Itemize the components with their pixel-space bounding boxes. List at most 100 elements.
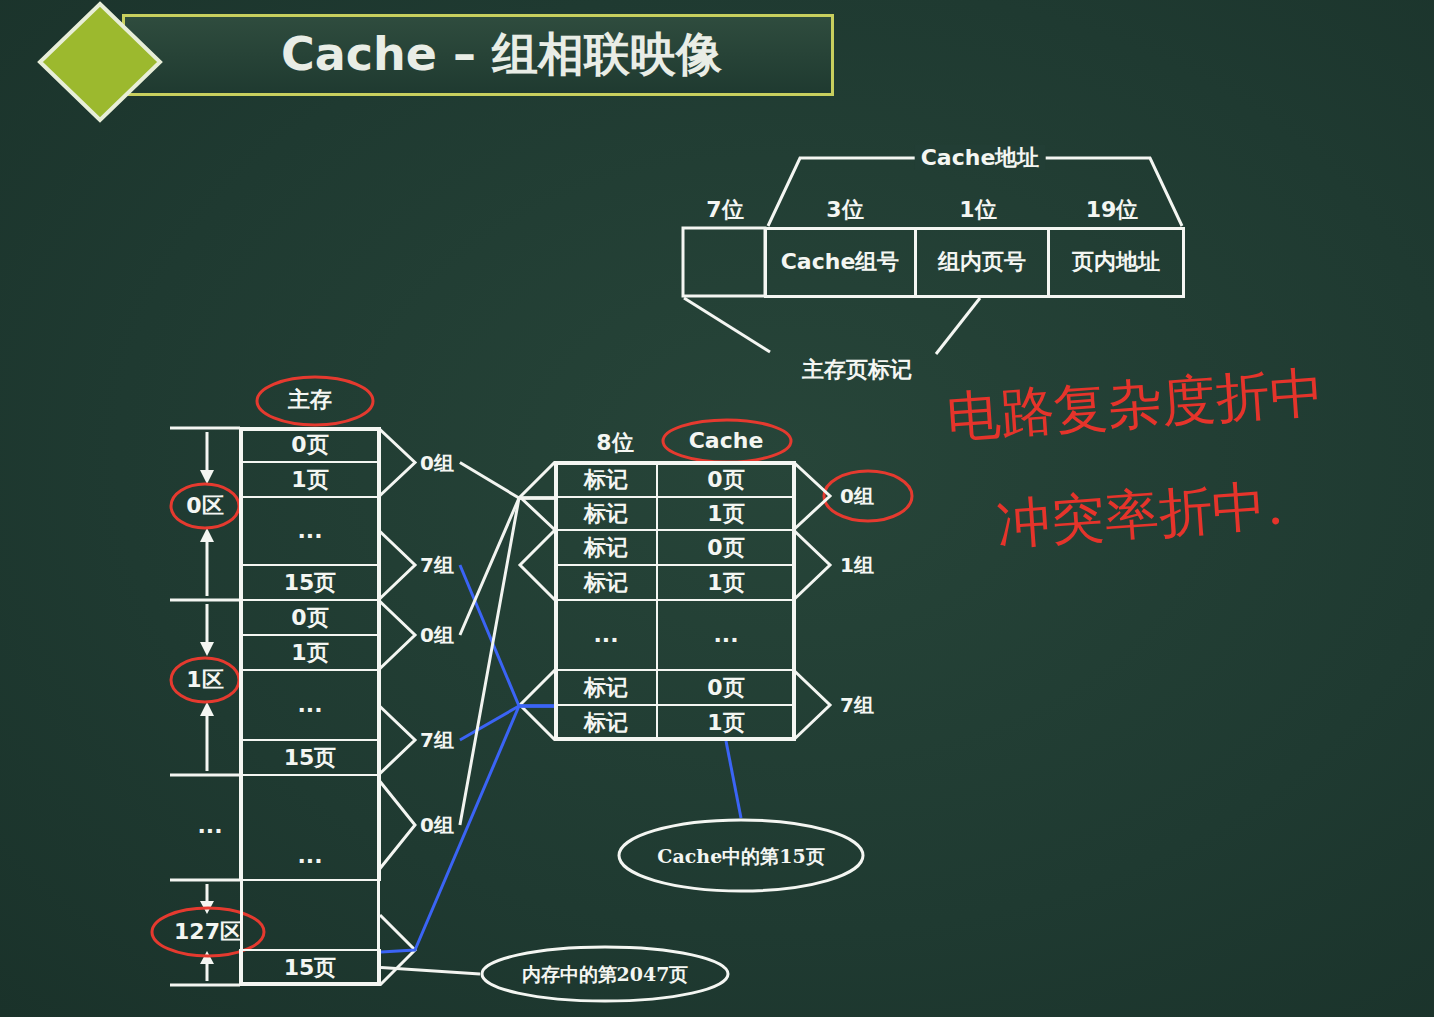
- bracket-shape: [380, 530, 420, 600]
- bracket-shape: [380, 600, 420, 670]
- block-heading: Cache: [657, 428, 795, 454]
- label-text: 127区: [174, 919, 242, 944]
- node-text: 0页: [291, 432, 328, 458]
- group-bracket: 7组: [795, 670, 880, 740]
- region-tick: [170, 879, 240, 882]
- connector-line: [381, 706, 554, 952]
- region-arrow: [206, 604, 209, 646]
- page-cell: ...: [239, 774, 381, 881]
- node-text: 0页: [707, 535, 744, 561]
- region-arrow: [206, 714, 209, 771]
- node-text: 0组: [420, 813, 454, 837]
- group-bracket: 7组: [380, 530, 460, 600]
- node-text: ...: [593, 622, 618, 648]
- ellipse-outline: [482, 947, 728, 1001]
- page-cell: ...: [656, 599, 796, 671]
- tag-field-box: [683, 228, 765, 296]
- region-tick: [170, 984, 240, 987]
- label-anchor: Cache地址: [915, 145, 1046, 171]
- arrow-head: [200, 642, 214, 656]
- label-text: Cache地址: [915, 145, 1046, 170]
- page-cell: 15页: [239, 949, 381, 986]
- node-text: Cache中的第15页: [657, 844, 824, 868]
- bracket-shape: [380, 428, 420, 497]
- title-text: Cache – 组相联映像: [281, 24, 722, 86]
- node-text: 1页: [707, 501, 744, 527]
- label-anchor: 19位: [1086, 197, 1139, 223]
- node-text: 标记: [584, 570, 628, 596]
- region-tick: [170, 599, 240, 602]
- group-bracket: 7组: [380, 705, 460, 775]
- label-anchor: ...: [197, 813, 222, 839]
- red-annotation-circle: [171, 484, 239, 528]
- node-text: 15页: [284, 955, 337, 981]
- address-field: 组内页号: [914, 227, 1050, 298]
- node-text: 0页: [707, 467, 744, 493]
- node-text: 7组: [420, 728, 454, 752]
- page-cell: 1页: [656, 704, 796, 741]
- node-text: 1页: [707, 710, 744, 736]
- page-cell: ...: [554, 599, 658, 671]
- connector-line: [460, 498, 554, 825]
- memory-block: 主存0页1页...15页0页1页...15页...15页: [240, 428, 380, 985]
- address-field: Cache组号: [764, 227, 917, 298]
- label-anchor: 8位: [596, 430, 633, 456]
- page-cell: 0页: [656, 669, 796, 706]
- arrow-head: [200, 528, 214, 542]
- node-text: 标记: [584, 535, 628, 561]
- node-text: 内存中的第2047页: [522, 962, 689, 986]
- page-cell: 15页: [239, 564, 381, 601]
- region-arrow: [206, 884, 209, 903]
- bracket-line: [380, 707, 415, 774]
- label-text: 7位: [706, 197, 743, 222]
- region-arrow: [206, 962, 209, 981]
- page-cell: 1页: [656, 496, 796, 531]
- label-text: 8位: [596, 430, 633, 455]
- node-text: 标记: [584, 501, 628, 527]
- label-text: 0区: [186, 493, 223, 518]
- arrow-head: [200, 702, 214, 716]
- page-cell: 0页: [239, 599, 381, 636]
- group-bracket: [520, 530, 555, 600]
- label-text: 1位: [959, 197, 996, 222]
- memory-block: Cache标记0页标记1页标记0页标记1页......标记0页标记1页: [555, 462, 795, 740]
- bracket-shape: [795, 530, 840, 600]
- page-cell: 标记: [554, 704, 658, 741]
- label-anchor: 3位: [826, 197, 863, 223]
- tag-bracket-line: [936, 298, 980, 354]
- page-cell: 1页: [656, 564, 796, 601]
- connector-line: [460, 463, 554, 499]
- page-cell: 标记: [554, 496, 658, 531]
- label-anchor: 1区: [186, 667, 223, 693]
- page-cell: 标记: [554, 564, 658, 601]
- title-banner: Cache – 组相联映像: [122, 14, 834, 96]
- page-cell: 1页: [239, 461, 381, 498]
- bracket-shape: [380, 780, 420, 870]
- label-text: 19位: [1086, 197, 1139, 222]
- group-bracket: [520, 462, 555, 530]
- connector-line: [460, 565, 554, 706]
- bracket-line: [380, 430, 415, 496]
- arrow-head: [200, 951, 214, 964]
- label-anchor: 主存页标记: [802, 357, 912, 383]
- node-text: ...: [297, 843, 322, 869]
- node-text: 0组: [840, 484, 874, 508]
- bracket-line: [380, 602, 415, 669]
- label-anchor: 7位: [706, 197, 743, 223]
- bracket-shape: [380, 705, 420, 775]
- node-text: 标记: [584, 467, 628, 493]
- bracket-line: [795, 672, 830, 739]
- label-anchor: 冲突率折中.: [995, 473, 1286, 557]
- page-cell: 1页: [239, 634, 381, 671]
- red-annotation-circle: [171, 658, 239, 702]
- page-cell: 标记: [554, 669, 658, 706]
- node-text: 组内页号: [938, 250, 1026, 274]
- node-text: 0组: [420, 623, 454, 647]
- handwritten-note: 冲突率折中.: [995, 473, 1286, 556]
- page-cell: ...: [239, 669, 381, 741]
- node-text: 15页: [284, 570, 337, 596]
- connector-line: [726, 741, 741, 818]
- node-text: ...: [297, 692, 322, 718]
- label-anchor: 1位: [959, 197, 996, 223]
